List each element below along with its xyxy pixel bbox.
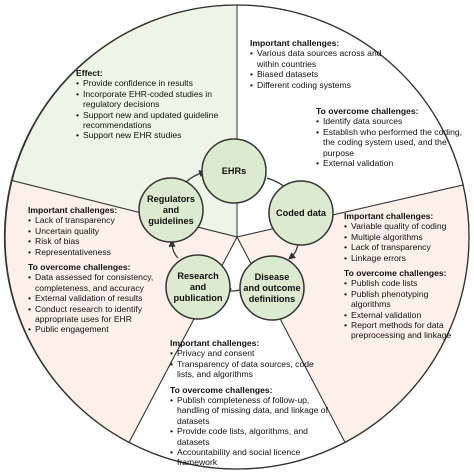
ehrs-overcome-list: Identify data sources Establish who perf…	[316, 116, 466, 168]
coded-challenges-list: Variable quality of coding Multiple algo…	[344, 221, 466, 263]
regulators-overcome-item: Data assessed for consistency, completen…	[28, 272, 170, 293]
regulators-overcome-item: Public engagement	[28, 324, 170, 335]
coded-overcome-item: Publish phenotyping algorithms	[344, 289, 466, 310]
ehrs-challenges-list: Various data sources across and within c…	[250, 48, 385, 90]
ehrs-overcome-item: External validation	[316, 158, 466, 169]
disease-challenge-item: Privacy and consent	[170, 348, 330, 359]
disease-challenge-item: Transparency of data sources, code lists…	[170, 359, 330, 380]
node-label-coded-data: Coded data	[275, 207, 327, 218]
panel-ehrs: Important challenges: Various data sourc…	[250, 38, 385, 90]
effect-item: Support new EHR studies	[76, 130, 228, 141]
node-label-regulators: Regulators and guidelines	[147, 193, 195, 226]
panel-coded-data: Important challenges: Variable quality o…	[344, 211, 466, 341]
ehrs-challenge-item: Various data sources across and within c…	[250, 48, 385, 69]
ehrs-challenges-heading: Important challenges:	[250, 38, 340, 48]
regulators-challenge-item: Lack of transparency	[28, 215, 170, 226]
node-label-research: Research and publication	[173, 270, 223, 303]
coded-overcome-heading: To overcome challenges:	[344, 268, 447, 279]
effect-item: Incorporate EHR-coded studies in regulat…	[76, 89, 228, 110]
effect-heading: Effect:	[76, 68, 103, 78]
panel-effect: Effect: Provide confidence in results In…	[76, 68, 228, 141]
node-label-ehrs: EHRs	[221, 165, 247, 176]
disease-overcome-item: Provide code lists, algorithms, and data…	[170, 426, 330, 447]
coded-overcome-item: Publish code lists	[344, 278, 466, 289]
ehrs-challenge-item: Different coding systems	[250, 80, 385, 91]
disease-challenges-heading: Important challenges:	[170, 338, 260, 348]
disease-challenges-list: Privacy and consent Transparency of data…	[170, 348, 330, 379]
coded-challenge-item: Variable quality of coding	[344, 221, 466, 232]
ehrs-challenge-item: Biased datasets	[250, 69, 385, 80]
regulators-challenges-heading: Important challenges:	[28, 205, 118, 215]
regulators-overcome-item: External validation of results	[28, 293, 170, 304]
disease-overcome-item: Accountability and social licence framew…	[170, 447, 330, 468]
node-coded-data	[268, 180, 334, 246]
effect-item: Provide confidence in results	[76, 78, 228, 89]
ehrs-overcome-item: Identify data sources	[316, 116, 466, 127]
coded-challenge-item: Multiple algorithms	[344, 232, 466, 243]
panel-regulators: Important challenges: Lack of transparen…	[28, 205, 170, 335]
regulators-challenge-item: Representativeness	[28, 247, 170, 258]
regulators-challenge-item: Risk of bias	[28, 236, 170, 247]
node-label-disease: Disease and outcome definitions	[243, 271, 301, 304]
regulators-challenge-item: Uncertain quality	[28, 226, 170, 237]
disease-overcome-list: Publish completeness of follow-up, handl…	[170, 395, 330, 468]
disease-overcome-heading: To overcome challenges:	[170, 384, 273, 395]
coded-overcome-item: Report methods for data preprocessing an…	[344, 320, 466, 341]
ehrs-overcome-item: Establish who performed the coding, the …	[316, 127, 466, 158]
panel-ehrs-overcome: To overcome challenges: Identify data so…	[316, 106, 466, 169]
arrow-research-to-regulators	[168, 239, 179, 259]
coded-challenge-item: Linkage errors	[344, 253, 466, 264]
regulators-challenges-list: Lack of transparency Uncertain quality R…	[28, 215, 170, 257]
node-ehrs	[201, 138, 267, 204]
effect-item: Support new and updated guideline recomm…	[76, 110, 228, 131]
coded-challenges-heading: Important challenges:	[344, 211, 434, 221]
outer-ring	[4, 4, 470, 470]
coded-overcome-list: Publish code lists Publish phenotyping a…	[344, 278, 466, 340]
coded-challenge-item: Lack of transparency	[344, 242, 466, 253]
effect-list: Provide confidence in results Incorporat…	[76, 78, 228, 141]
node-disease	[239, 255, 305, 321]
regulators-overcome-heading: To overcome challenges:	[28, 262, 131, 273]
regulators-overcome-item: Conduct research to identify appropriate…	[28, 304, 170, 325]
panel-disease: Important challenges: Privacy and consen…	[170, 338, 330, 468]
coded-overcome-item: External validation	[344, 310, 466, 321]
regulators-overcome-list: Data assessed for consistency, completen…	[28, 272, 170, 335]
ehrs-overcome-heading: To overcome challenges:	[316, 106, 419, 116]
disease-overcome-item: Publish completeness of follow-up, handl…	[170, 395, 330, 426]
